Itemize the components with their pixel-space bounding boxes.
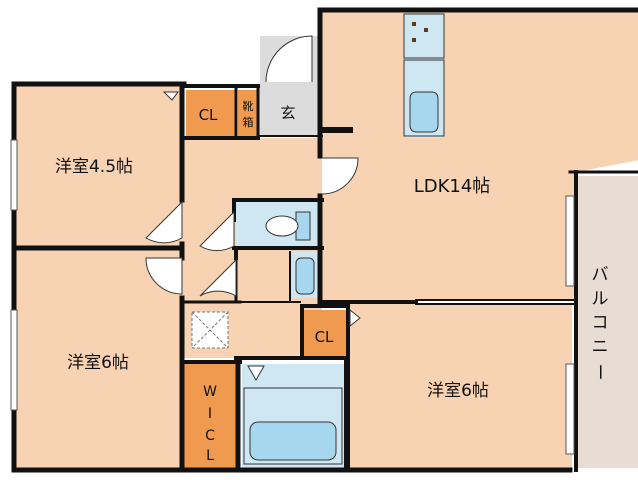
window-icon: [10, 309, 18, 411]
labels: 洋室4.5帖 洋室6帖 LDK14帖 洋室6帖 CL CL 靴 箱 玄 W I …: [55, 99, 609, 464]
balcony-label-5: ー: [589, 364, 609, 381]
closet-top-fill: [186, 90, 236, 136]
entrance-fill: [258, 86, 320, 136]
shoe-box-fill: [238, 90, 258, 136]
wic-label-1: W: [203, 384, 217, 400]
windows: [10, 139, 575, 455]
balcony-label-4: ニ: [592, 337, 609, 357]
stove-icon: [403, 13, 445, 59]
wic-fill: [184, 364, 236, 468]
door-swing-icon: [199, 210, 235, 252]
wic-label-3: C: [205, 428, 215, 444]
closet-mid-fill: [304, 310, 348, 356]
room-label-western-bottom-left: 洋室6帖: [67, 353, 129, 373]
door-swing-icon: [321, 157, 359, 195]
door-swing-icon: [247, 365, 265, 382]
shoe-box-label-1: 靴: [243, 99, 254, 113]
door-swing-icon: [199, 258, 237, 297]
room-label-western-bottom-right: 洋室6帖: [427, 381, 489, 401]
closet-top-label: CL: [199, 106, 218, 124]
closet-mid-label: CL: [315, 328, 334, 346]
room-label-ldk: LDK14帖: [414, 176, 491, 197]
balcony-fill: [576, 176, 638, 468]
room-ldk-fill: [322, 10, 638, 300]
sink-icon: [403, 59, 445, 137]
room-western-top-left-fill: [16, 86, 182, 246]
door-swing-icon: [145, 200, 183, 244]
window-icon: [10, 139, 18, 211]
balcony-label-1: バ: [592, 265, 609, 285]
balcony-label-3: コ: [592, 313, 609, 333]
window-icon: [565, 363, 575, 455]
entrance-label: 玄: [280, 104, 295, 122]
room-label-western-top-left: 洋室4.5帖: [55, 157, 133, 177]
balcony-label-2: ル: [592, 289, 609, 309]
room-western-bottom-left-fill: [16, 248, 182, 468]
fixtures: [191, 13, 445, 465]
washer-pan-icon: [191, 311, 229, 349]
room-western-bottom-right-fill: [350, 304, 572, 468]
toilet-icon: [265, 211, 311, 241]
sink-icon: [295, 257, 315, 295]
door-swing-icon: [145, 257, 183, 295]
door-swings: [145, 35, 361, 382]
door-swing-icon: [162, 91, 179, 101]
bathtub-icon: [243, 387, 343, 465]
wic-label-2: I: [208, 406, 212, 422]
window-icon: [565, 195, 575, 287]
shoe-box-label-2: 箱: [243, 115, 254, 129]
walls: [11, 7, 638, 473]
door-swing-icon: [265, 35, 313, 83]
wic-label-4: L: [206, 448, 214, 464]
door-swing-icon: [349, 308, 361, 328]
